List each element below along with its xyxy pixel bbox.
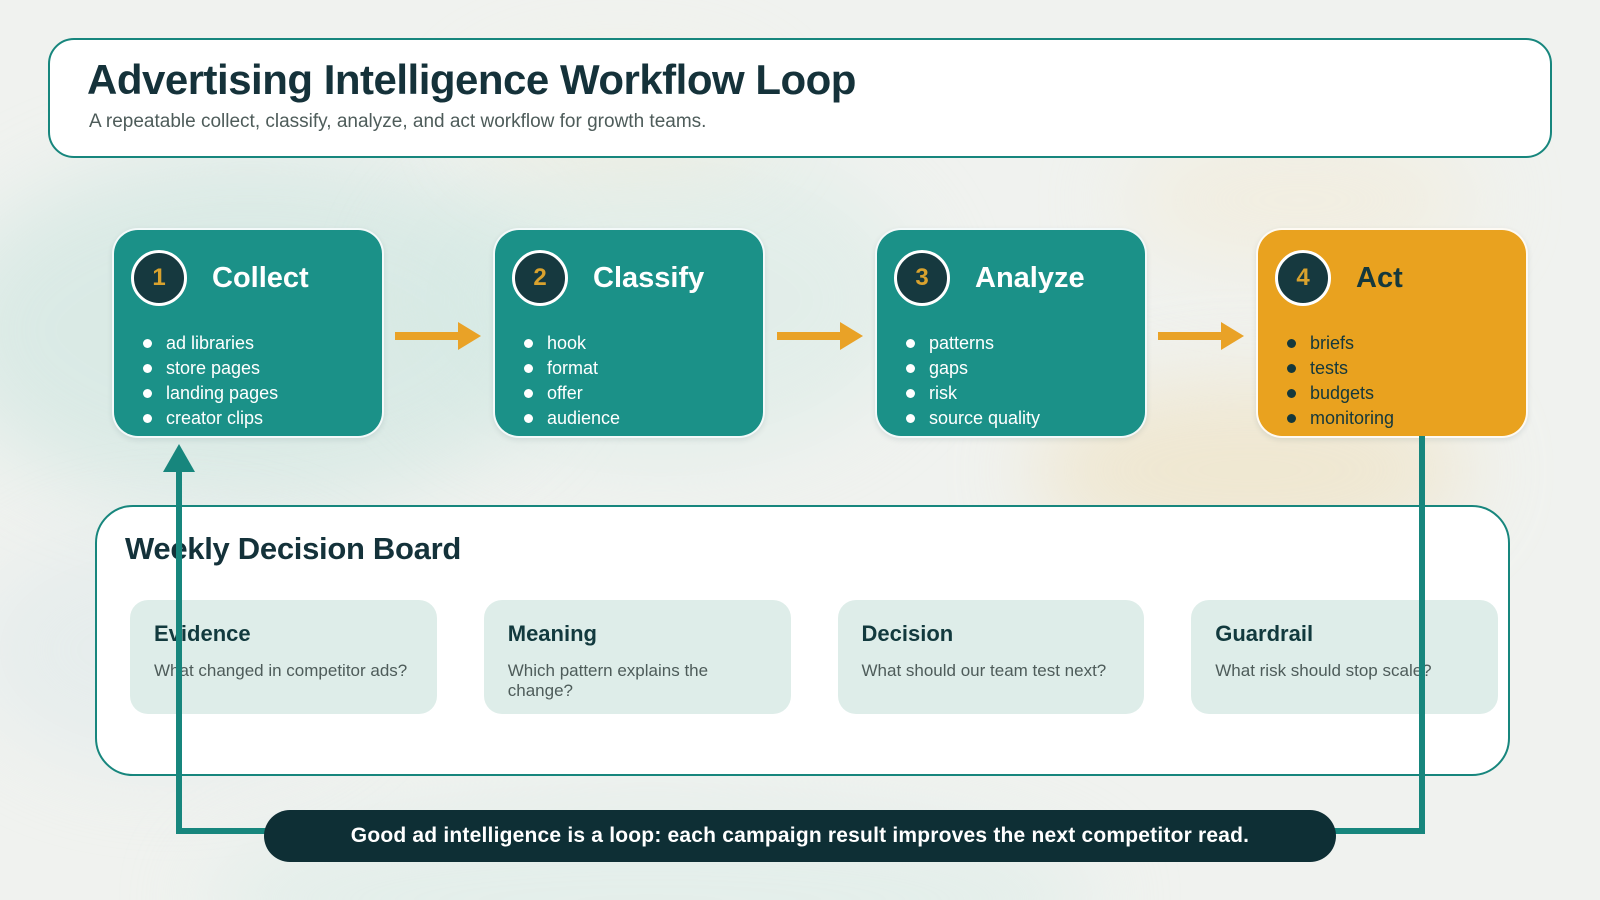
bullet-dot-icon	[906, 414, 915, 423]
loop-line-left	[176, 470, 182, 834]
list-item: audience	[524, 406, 763, 431]
step-title: Analyze	[975, 261, 1085, 294]
bullet-dot-icon	[906, 389, 915, 398]
bullet-dot-icon	[906, 364, 915, 373]
step-card-header: 2 Classify	[495, 230, 763, 306]
board-card-question: What should our team test next?	[861, 661, 1107, 680]
list-item-label: landing pages	[166, 383, 279, 403]
step-number: 1	[152, 264, 166, 291]
bullet-dot-icon	[906, 339, 915, 348]
bullet-dot-icon	[1287, 364, 1296, 373]
step-item-list: ad libraries store pages landing pages c…	[114, 331, 382, 431]
list-item: monitoring	[1287, 406, 1526, 431]
loop-arrowhead-up-icon	[163, 444, 195, 472]
board-title: Weekly Decision Board	[125, 531, 461, 566]
list-item: budgets	[1287, 381, 1526, 406]
flow-arrow-icon	[395, 322, 481, 350]
step-card-classify: 2 Classify hook format offer audience	[493, 228, 765, 438]
bullet-dot-icon	[524, 389, 533, 398]
page-title: Advertising Intelligence Workflow Loop	[87, 56, 856, 103]
step-number: 2	[533, 264, 547, 291]
list-item: landing pages	[143, 381, 382, 406]
board-card-meaning: Meaning Which pattern explains the chang…	[483, 600, 791, 714]
board-card-question: Which pattern explains the change?	[507, 661, 709, 700]
bullet-dot-icon	[524, 339, 533, 348]
list-item-label: monitoring	[1310, 408, 1395, 428]
list-item: risk	[906, 381, 1145, 406]
list-item-label: ad libraries	[166, 333, 255, 353]
board-card-guardrail: Guardrail What risk should stop scale?	[1191, 600, 1498, 714]
step-title: Collect	[212, 261, 309, 294]
list-item: gaps	[906, 356, 1145, 381]
list-item-label: source quality	[929, 408, 1041, 428]
list-item-label: risk	[929, 383, 957, 403]
list-item: hook	[524, 331, 763, 356]
step-number-badge: 1	[131, 250, 187, 306]
bullet-dot-icon	[524, 364, 533, 373]
flow-arrow-icon	[1158, 322, 1244, 350]
list-item: store pages	[143, 356, 382, 381]
footer-note-pill: Good ad intelligence is a loop: each cam…	[264, 810, 1336, 862]
step-card-collect: 1 Collect ad libraries store pages landi…	[112, 228, 384, 438]
step-item-list: patterns gaps risk source quality	[877, 331, 1145, 431]
page-subtitle: A repeatable collect, classify, analyze,…	[89, 111, 707, 133]
bullet-dot-icon	[1287, 339, 1296, 348]
step-item-list: briefs tests budgets monitoring	[1258, 331, 1526, 431]
list-item-label: store pages	[166, 358, 261, 378]
list-item-label: gaps	[929, 358, 969, 378]
list-item-label: creator clips	[166, 408, 264, 428]
list-item: creator clips	[143, 406, 382, 431]
step-number-badge: 2	[512, 250, 568, 306]
step-number: 3	[915, 264, 929, 291]
bullet-dot-icon	[143, 414, 152, 423]
board-card-row: Evidence What changed in competitor ads?…	[130, 600, 1498, 714]
list-item: tests	[1287, 356, 1526, 381]
board-card-question: What risk should stop scale?	[1215, 661, 1432, 680]
list-item: offer	[524, 381, 763, 406]
step-card-header: 3 Analyze	[877, 230, 1145, 306]
step-number: 4	[1296, 264, 1310, 291]
list-item-label: offer	[547, 383, 583, 403]
step-number-badge: 4	[1275, 250, 1331, 306]
bullet-dot-icon	[143, 339, 152, 348]
board-card-title: Meaning	[507, 621, 597, 646]
board-card-title: Evidence	[154, 621, 251, 646]
board-card-decision: Decision What should our team test next?	[837, 600, 1145, 714]
step-number-badge: 3	[894, 250, 950, 306]
bullet-dot-icon	[143, 364, 152, 373]
list-item: briefs	[1287, 331, 1526, 356]
list-item-label: briefs	[1310, 333, 1355, 353]
step-card-act: 4 Act briefs tests budgets monitoring	[1256, 228, 1528, 438]
bullet-dot-icon	[143, 389, 152, 398]
footer-note-text: Good ad intelligence is a loop: each cam…	[350, 824, 1250, 847]
list-item: patterns	[906, 331, 1145, 356]
step-title: Classify	[593, 261, 705, 294]
list-item-label: format	[547, 358, 599, 378]
loop-line-right	[1419, 436, 1425, 832]
list-item-label: tests	[1310, 358, 1349, 378]
list-item: format	[524, 356, 763, 381]
list-item-label: budgets	[1310, 383, 1375, 403]
step-card-analyze: 3 Analyze patterns gaps risk source qual…	[875, 228, 1147, 438]
bullet-dot-icon	[1287, 389, 1296, 398]
list-item-label: hook	[547, 333, 587, 353]
step-card-header: 4 Act	[1258, 230, 1526, 306]
weekly-decision-board: Weekly Decision Board Evidence What chan…	[95, 505, 1510, 776]
step-card-header: 1 Collect	[114, 230, 382, 306]
flow-arrow-icon	[777, 322, 863, 350]
step-title: Act	[1356, 261, 1403, 294]
header-panel: Advertising Intelligence Workflow Loop A…	[48, 38, 1552, 158]
bullet-dot-icon	[524, 414, 533, 423]
step-item-list: hook format offer audience	[495, 331, 763, 431]
list-item-label: patterns	[929, 333, 995, 353]
board-card-title: Guardrail	[1215, 621, 1314, 646]
list-item: ad libraries	[143, 331, 382, 356]
list-item-label: audience	[547, 408, 621, 428]
board-card-question: What changed in competitor ads?	[154, 661, 408, 680]
list-item: source quality	[906, 406, 1145, 431]
board-card-title: Decision	[861, 621, 954, 646]
bullet-dot-icon	[1287, 414, 1296, 423]
